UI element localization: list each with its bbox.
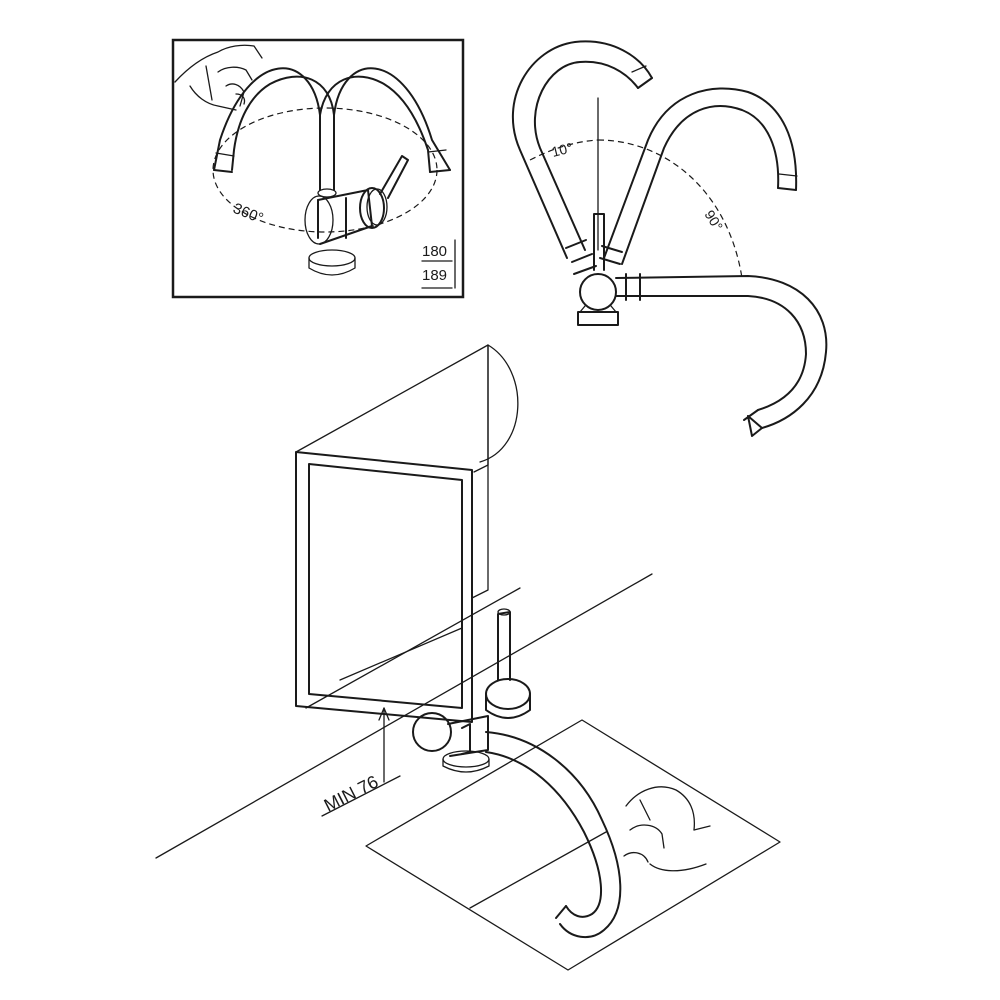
sink	[365, 719, 781, 971]
angle-arc-90	[597, 139, 743, 279]
angle-arc-10	[529, 139, 599, 161]
window-swing-arc	[479, 344, 519, 463]
clearance-label: MIN 76	[321, 771, 382, 815]
swing-angle-diagram: 10° 90°	[511, 40, 828, 437]
hand-icon	[174, 44, 263, 111]
rotation-path	[212, 107, 438, 233]
clearance-dimension: MIN 76	[321, 707, 401, 817]
spout-left	[213, 67, 321, 171]
angle-label-10: 10°	[550, 139, 574, 160]
spout-right	[333, 67, 451, 171]
angle-label-90: 90°	[701, 207, 726, 233]
spout-position-90	[615, 273, 828, 437]
window-sash	[295, 344, 519, 723]
hand-icon	[623, 786, 711, 872]
faucet-body-installed	[412, 608, 531, 773]
installation-scene: MIN 76	[155, 344, 781, 971]
spout-position-upright	[599, 87, 798, 265]
model-code-top: 180	[422, 243, 447, 260]
spout-installed	[485, 731, 622, 939]
spout-position-10	[511, 40, 653, 275]
rotation-inset: 360° 180 189	[171, 38, 465, 299]
faucet-body-inset	[304, 155, 409, 276]
model-code-bottom: 189	[422, 267, 447, 284]
